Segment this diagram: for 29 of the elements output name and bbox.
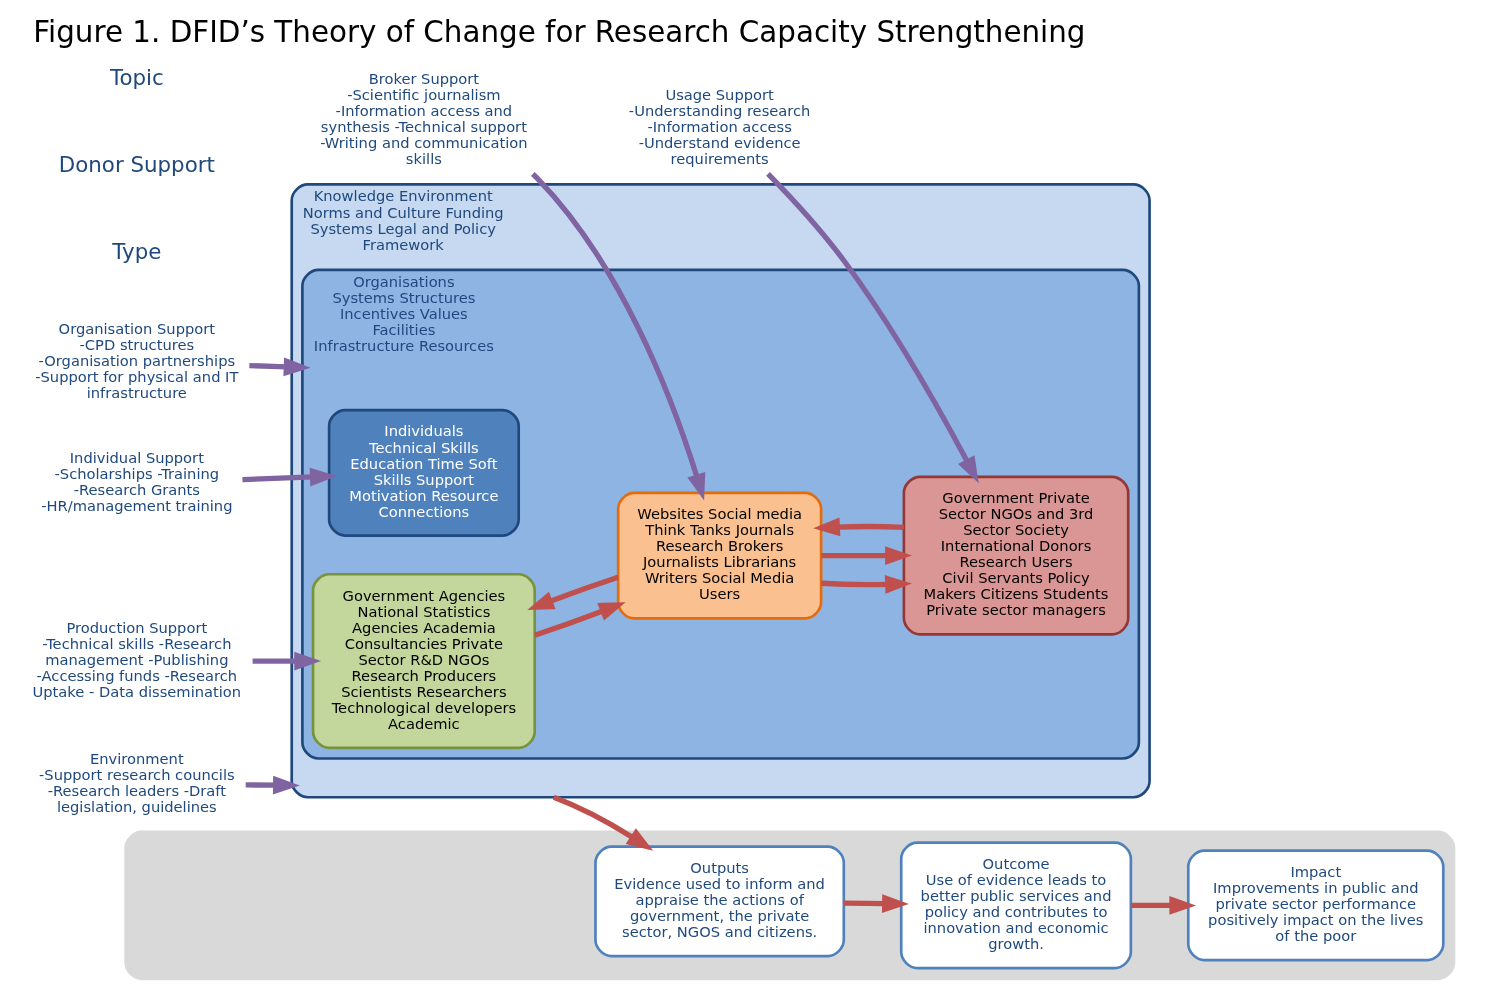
label: Type	[112, 238, 162, 264]
arrow	[252, 651, 322, 671]
arrow	[533, 602, 626, 638]
arrow	[249, 357, 311, 377]
label: Topic	[109, 65, 164, 91]
node-text: Environment -Support research councils -Research leaders -Draft legislation, guidelines	[39, 749, 235, 815]
arrow	[821, 546, 912, 565]
arrow	[527, 574, 619, 610]
node-text: Individual Support -Scholarships -Training -Research Grants -HR/management training	[41, 449, 233, 515]
node-box: Impact Improvements in public and private sector performance positively impact on the lives of the poor	[1186, 849, 1445, 962]
node-box: Websites Social media Think Tanks Journals Research Brokers Journalists Librarians Writers Social Media Users	[616, 491, 823, 620]
arrow	[821, 575, 912, 594]
node-box: Outcome Use of evidence leads to better public services and policy and contributes to innovation and economic growth.	[899, 841, 1133, 970]
node-box: Government Agencies National Statistics Agencies Academia Consultancies Private Sector R&D NGOs Research Producers Scientists Researchers Technological developers Academic	[311, 572, 537, 750]
label: Donor Support	[58, 152, 215, 178]
arrow	[843, 894, 909, 913]
node-text: Broker Support -Scientific journalism -Information access and synthesis -Technical support -Writing and communication skills	[320, 69, 528, 168]
arrow	[552, 794, 654, 851]
node-text: Usage Support -Understanding research -Information access -Understand evidence requirements	[628, 86, 811, 168]
arrow	[242, 467, 337, 487]
arrow	[813, 517, 904, 537]
node-box: Outputs Evidence used to inform and appraise the actions of government, the private sector, NGOS and citizens.	[594, 845, 846, 958]
arrow	[245, 775, 300, 795]
arrow	[1130, 896, 1197, 915]
node-text: Production Support -Technical skills -Research management -Publishing -Accessing funds -Research Uptake - Data dissemination	[32, 618, 242, 700]
node-box: Individuals Technical Skills Education Time Soft Skills Support Motivation Resource Connections	[327, 408, 521, 537]
diagram-title: Figure 1. DFID’s Theory of Change for Research Capacity Strengthening	[33, 15, 1086, 50]
node-text: Organisation Support -CPD structures -Organisation partnerships -Support for physical and IT infrastructure	[35, 319, 239, 401]
node-box: Government Private Sector NGOs and 3rd Sector Society International Donors Research Users Civil Servants Policy Makers Citizens Students Private sector managers	[902, 475, 1130, 636]
